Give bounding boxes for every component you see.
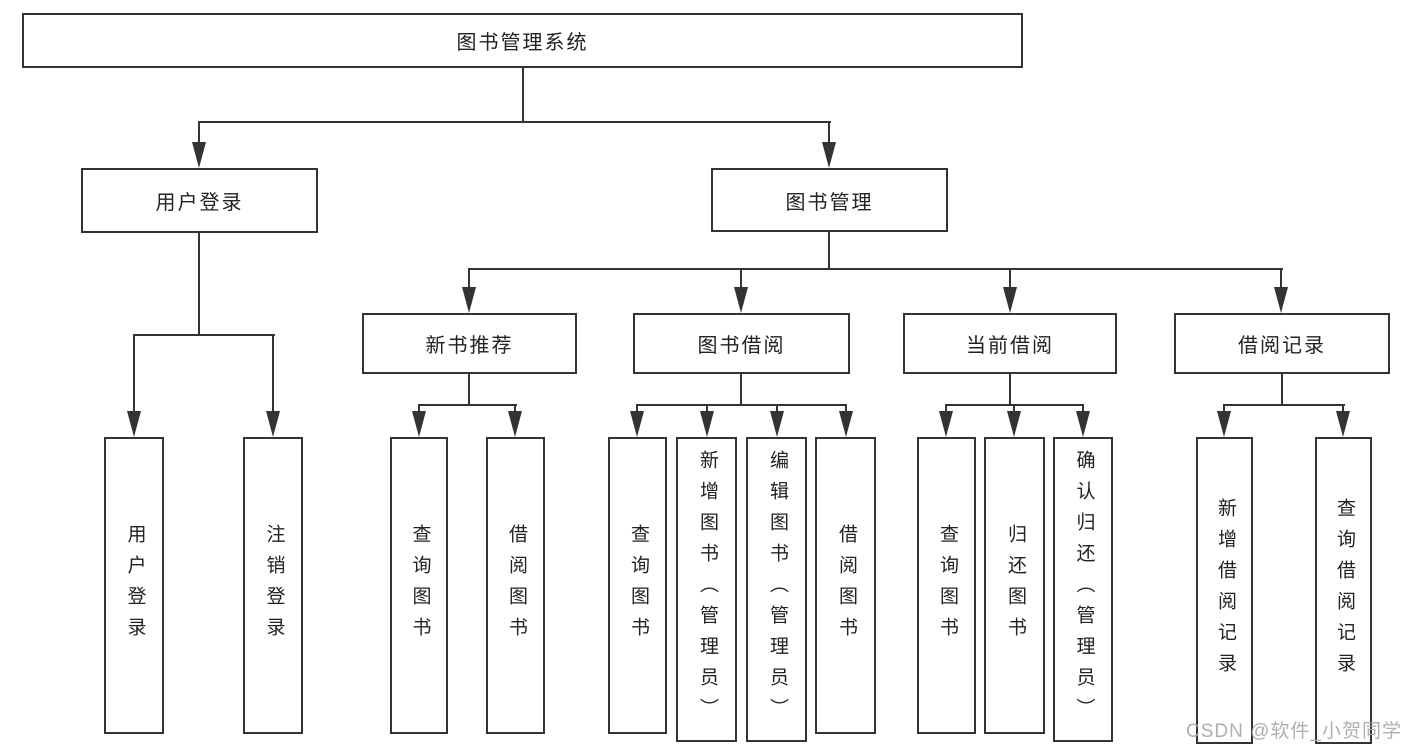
node-label: 新书推荐 — [425, 335, 514, 357]
arrow-down-icon — [462, 268, 476, 313]
connector-line — [1281, 374, 1283, 406]
node-user-login: 用户登录 — [81, 168, 318, 233]
connector-line — [133, 334, 275, 336]
connector-line — [1224, 404, 1345, 406]
arrow-down-icon — [770, 404, 784, 437]
leaf-query-books: 查询图书 — [917, 437, 976, 734]
arrow-down-icon — [939, 404, 953, 437]
node-borrowing-records: 借阅记录 — [1174, 313, 1390, 374]
leaf-label: 借阅图书 — [835, 523, 857, 648]
csdn-watermark: CSDN @软件_小贺同学 — [1186, 721, 1402, 742]
node-label: 图书借阅 — [697, 335, 786, 357]
leaf-label: 借阅图书 — [505, 523, 527, 648]
node-book-management: 图书管理 — [711, 168, 948, 232]
leaf-label: 查询图书 — [936, 523, 958, 648]
leaf-borrow-books: 借阅图书 — [815, 437, 876, 734]
connector-line — [419, 404, 517, 406]
leaf-query-borrow-record: 查询借阅记录 — [1315, 437, 1372, 744]
leaf-confirm-return-admin: 确认归还（管理员） — [1053, 437, 1113, 742]
arrow-down-icon — [127, 334, 141, 437]
arrow-down-icon — [1274, 268, 1288, 313]
arrow-down-icon — [1076, 404, 1090, 437]
leaf-label: 注销登录 — [263, 523, 285, 648]
arrow-down-icon — [630, 404, 644, 437]
leaf-query-books: 查询图书 — [390, 437, 448, 734]
connector-line — [199, 121, 831, 123]
leaf-label: 查询借阅记录 — [1333, 497, 1355, 684]
connector-line — [828, 232, 830, 270]
leaf-label: 新增图书（管理员） — [696, 450, 718, 729]
node-library-system: 图书管理系统 — [22, 13, 1023, 68]
leaf-label: 归还图书 — [1004, 523, 1026, 648]
connector-line — [637, 404, 847, 406]
arrow-down-icon — [1217, 404, 1231, 437]
node-new-book-recommend: 新书推荐 — [362, 313, 577, 374]
leaf-label: 编辑图书（管理员） — [766, 450, 788, 729]
leaf-label: 确认归还（管理员） — [1073, 450, 1095, 729]
leaf-return-books: 归还图书 — [984, 437, 1045, 734]
arrow-down-icon — [1003, 268, 1017, 313]
node-label: 用户登录 — [155, 192, 244, 214]
leaf-add-books-admin: 新增图书（管理员） — [676, 437, 737, 742]
node-label: 图书管理 — [785, 191, 874, 214]
leaf-logout: 注销登录 — [243, 437, 303, 734]
connector-line — [1009, 374, 1011, 406]
arrow-down-icon — [412, 404, 426, 437]
leaf-add-borrow-record: 新增借阅记录 — [1196, 437, 1253, 744]
connector-line — [469, 268, 1283, 270]
connector-line — [740, 374, 742, 406]
node-label: 当前借阅 — [966, 335, 1054, 357]
arrow-down-icon — [1336, 404, 1350, 437]
leaf-borrow-books: 借阅图书 — [486, 437, 545, 734]
arrow-down-icon — [192, 121, 206, 168]
node-label: 图书管理系统 — [456, 32, 589, 54]
arrow-down-icon — [734, 268, 748, 313]
arrow-down-icon — [1007, 404, 1021, 437]
leaf-edit-books-admin: 编辑图书（管理员） — [746, 437, 807, 742]
connector-line — [946, 404, 1084, 406]
leaf-label: 查询图书 — [627, 523, 649, 648]
arrow-down-icon — [266, 334, 280, 437]
leaf-label: 查询图书 — [409, 523, 431, 648]
connector-line — [522, 68, 524, 122]
node-book-borrowing: 图书借阅 — [633, 313, 850, 374]
connector-line — [198, 233, 200, 335]
node-label: 借阅记录 — [1238, 335, 1326, 357]
leaf-label: 用户登录 — [124, 523, 146, 648]
arrow-down-icon — [839, 404, 853, 437]
arrow-down-icon — [822, 121, 836, 168]
connector-line — [468, 374, 470, 406]
leaf-user-login: 用户登录 — [104, 437, 164, 734]
arrow-down-icon — [508, 404, 522, 437]
arrow-down-icon — [700, 404, 714, 437]
leaf-label: 新增借阅记录 — [1214, 497, 1236, 684]
node-current-borrowing: 当前借阅 — [903, 313, 1117, 374]
leaf-query-books: 查询图书 — [608, 437, 667, 734]
